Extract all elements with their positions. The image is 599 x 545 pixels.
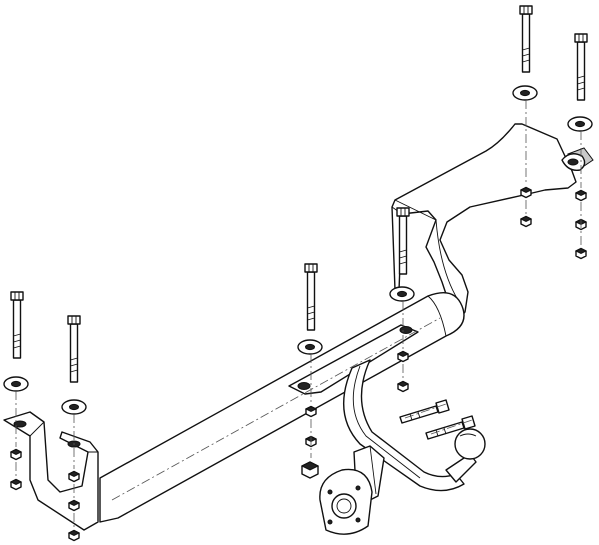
washers (3, 85, 593, 415)
tow-ball (445, 428, 486, 483)
nut (10, 478, 22, 491)
large-nut (300, 461, 320, 479)
nut (575, 189, 587, 202)
washer (512, 85, 538, 101)
mounting-bolt (304, 263, 318, 331)
washer (567, 116, 593, 132)
assembly-axes (15, 100, 582, 528)
right-side-arm (391, 123, 594, 326)
nut (10, 448, 22, 461)
nut (397, 350, 409, 363)
washer (297, 339, 323, 355)
washer (61, 399, 87, 415)
nuts (10, 186, 587, 542)
nut (68, 470, 80, 483)
socket-plate (319, 445, 385, 535)
nut (305, 405, 317, 418)
mounting-bolt (574, 33, 588, 101)
nut (575, 247, 587, 260)
washer (3, 376, 29, 392)
nut (520, 215, 532, 228)
mounting-bolt (10, 291, 24, 359)
mounting-bolt (67, 315, 81, 383)
nut (520, 186, 532, 199)
mounting-bolt (519, 5, 533, 73)
nut (68, 529, 80, 542)
nut (397, 380, 409, 393)
nut (68, 499, 80, 512)
washer (389, 286, 415, 302)
left-end-bracket (3, 411, 99, 531)
